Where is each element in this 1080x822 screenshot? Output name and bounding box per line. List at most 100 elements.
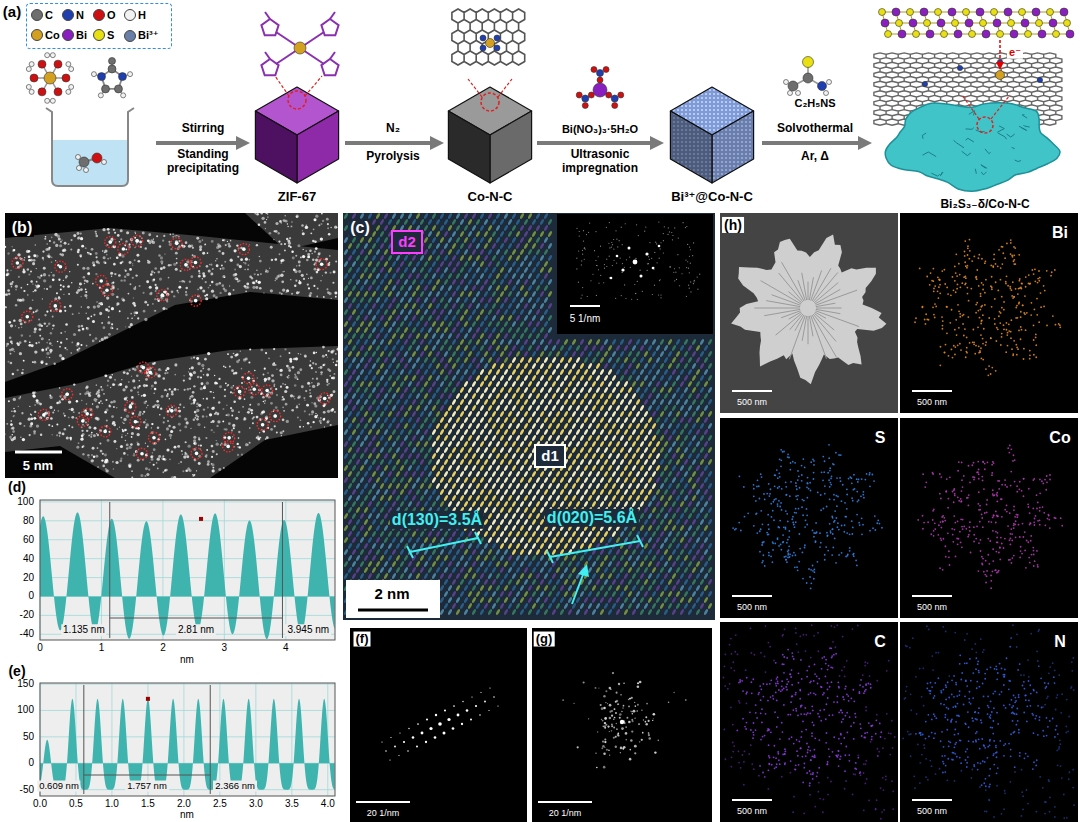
- atom-dot: [265, 212, 267, 214]
- imidazole-ring: [261, 19, 278, 35]
- atom-dot: [87, 306, 90, 309]
- atom-dot: [7, 252, 9, 254]
- atom-dot: [160, 260, 163, 263]
- atom-dot: [106, 254, 108, 256]
- atom-dot: [147, 374, 150, 377]
- atom-dot: [123, 279, 126, 282]
- atom-dot: [257, 377, 258, 378]
- atom-dot: [166, 395, 169, 398]
- atom-dot: [297, 396, 300, 399]
- atom-dot: [111, 275, 112, 276]
- atom-dot: [162, 239, 164, 241]
- atom-dot: [82, 267, 85, 270]
- atom-dot: [165, 438, 167, 440]
- atom-dot: [59, 387, 60, 388]
- atom-dot: [271, 374, 274, 377]
- atom-dot: [299, 368, 302, 371]
- atom-dot: [145, 247, 147, 249]
- atom-dot: [133, 387, 136, 390]
- atom-dot: [63, 413, 65, 415]
- atom-dot: [314, 268, 317, 271]
- atom-dot: [198, 275, 201, 278]
- atom-dot: [7, 361, 9, 363]
- atom-dot: [263, 292, 264, 293]
- atom-dot: [320, 237, 323, 240]
- atom-dot: [33, 417, 36, 420]
- atom-dot: [97, 447, 99, 449]
- atom-dot: [32, 392, 35, 395]
- atom: [993, 19, 1001, 27]
- atom-dot: [10, 362, 13, 365]
- atom-dot: [85, 247, 87, 249]
- atom-dot: [270, 246, 273, 249]
- atom-dot: [35, 310, 37, 312]
- atom-dot: [160, 267, 163, 270]
- atom-dot: [131, 376, 132, 377]
- atom-dot: [131, 432, 134, 435]
- atom-dot: [310, 292, 313, 295]
- atom-dot: [236, 263, 239, 266]
- atom-dot: [251, 277, 253, 279]
- atom-dot: [10, 270, 11, 271]
- atom-dot: [283, 410, 285, 412]
- atom-dot: [196, 470, 197, 471]
- atom-dot: [62, 249, 65, 252]
- imidazole-ring: [321, 59, 338, 75]
- atom-dot: [315, 363, 317, 365]
- atom-dot: [243, 262, 244, 263]
- atom-dot: [176, 290, 178, 292]
- atom-dot: [107, 228, 110, 231]
- atom-dot: [307, 382, 310, 385]
- atom-dot: [51, 425, 53, 427]
- atom-dot: [98, 302, 100, 304]
- atom-dot: [303, 278, 305, 280]
- atom-dot: [303, 426, 304, 427]
- atom: [1038, 30, 1046, 38]
- atom-dot: [216, 443, 219, 446]
- atom-dot: [79, 393, 81, 395]
- atom-dot: [121, 379, 122, 380]
- atom-dot: [327, 410, 330, 413]
- atom-dot: [123, 452, 126, 455]
- atom: [50, 53, 55, 58]
- atom-dot: [84, 294, 87, 297]
- atom-dot: [124, 269, 125, 270]
- atom-dot: [9, 336, 12, 339]
- atom-dot: [304, 400, 305, 401]
- atom-dot: [32, 394, 35, 397]
- atom-dot: [151, 388, 152, 389]
- atom-dot: [120, 238, 122, 240]
- atom-dot: [171, 391, 174, 394]
- atom-dot: [288, 366, 291, 369]
- atom-dot: [27, 268, 30, 271]
- atom-dot: [170, 430, 173, 433]
- atom-dot: [335, 296, 337, 298]
- atom-dot: [34, 411, 36, 413]
- atom: [486, 39, 495, 48]
- atom-dot: [298, 353, 299, 354]
- atom-dot: [110, 288, 112, 290]
- atom-dot: [33, 291, 34, 292]
- atom-dot: [116, 448, 117, 449]
- atom-dot: [120, 417, 122, 419]
- atom-dot: [100, 314, 101, 315]
- atom-dot: [327, 400, 328, 401]
- atom-dot: [176, 258, 178, 260]
- atom-dot: [204, 295, 206, 297]
- atom-dot: [52, 274, 55, 277]
- atom-dot: [204, 358, 207, 361]
- atom-dot: [165, 369, 167, 371]
- atom-dot: [205, 281, 207, 283]
- atom-dot: [46, 352, 49, 355]
- atom-dot: [188, 445, 191, 448]
- atom-dot: [80, 344, 82, 346]
- atom-dot: [107, 380, 109, 382]
- atom-dot: [113, 440, 116, 443]
- atom-dot: [300, 419, 302, 421]
- atom-dot: [185, 293, 188, 296]
- atom-dot: [163, 235, 165, 237]
- atom-dot: [300, 354, 301, 355]
- atom: [109, 58, 116, 65]
- atom-dot: [150, 273, 153, 276]
- atom-dot: [264, 378, 267, 381]
